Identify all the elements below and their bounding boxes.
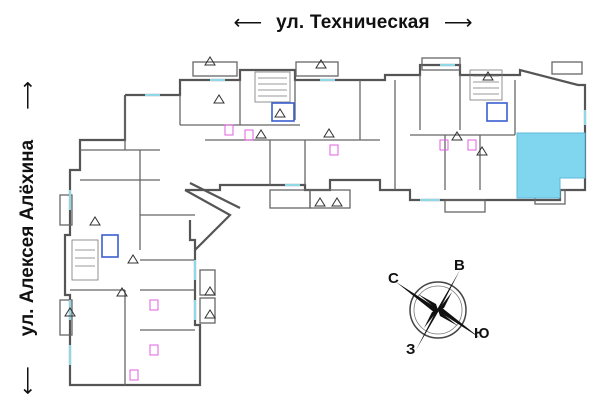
door-markers xyxy=(64,56,494,319)
balconies xyxy=(59,57,583,336)
compass-north-label: С xyxy=(388,270,399,287)
bathroom-fixtures xyxy=(129,124,477,381)
compass-west-label: З xyxy=(406,341,415,358)
street-name-tekhnicheskaya: ул. Техническая xyxy=(276,12,430,33)
compass-rose: С В Ю З xyxy=(388,257,489,358)
compass-south-label: Ю xyxy=(474,325,489,342)
street-label-top: ⟵ ул. Техническая ⟶ xyxy=(218,10,488,36)
highlighted-apartment[interactable] xyxy=(516,132,586,199)
stairwells xyxy=(71,69,503,281)
windows xyxy=(69,64,586,365)
elevators xyxy=(101,102,508,258)
arrow-left-icon: ⟵ xyxy=(233,12,263,34)
compass-east-label: В xyxy=(454,257,465,274)
interior-walls xyxy=(70,75,516,385)
arrow-right-icon: ⟶ xyxy=(443,12,473,34)
